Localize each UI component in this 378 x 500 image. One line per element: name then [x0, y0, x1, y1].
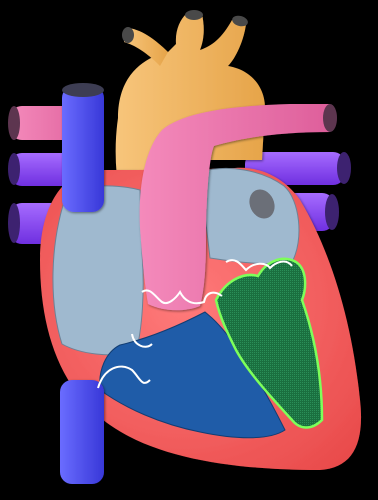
right-atrium	[53, 186, 143, 355]
